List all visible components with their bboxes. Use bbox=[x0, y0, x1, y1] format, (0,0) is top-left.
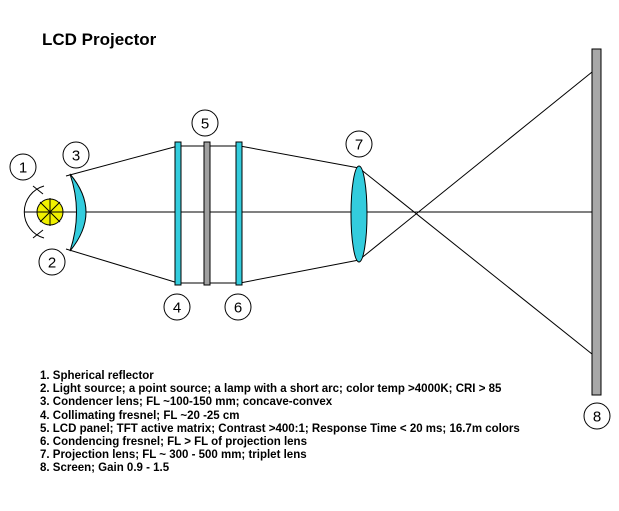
legend-item: 4. Collimating fresnel; FL ~20 -25 cm bbox=[40, 409, 240, 422]
legend-item: 2. Light source; a point source; a lamp … bbox=[40, 383, 502, 396]
callout-4: 4 bbox=[163, 293, 191, 321]
svg-text:1: 1 bbox=[19, 160, 27, 177]
callout-6: 6 bbox=[224, 293, 252, 321]
projection-screen bbox=[591, 48, 602, 396]
collimating-fresnel bbox=[174, 141, 182, 286]
spherical-reflector bbox=[23, 185, 45, 239]
legend-list: 1. Spherical reflector 2. Light source; … bbox=[40, 370, 520, 476]
condenser-lens bbox=[69, 173, 87, 252]
light-rays bbox=[65, 67, 598, 359]
svg-text:3: 3 bbox=[72, 148, 80, 165]
light-source bbox=[32, 185, 64, 239]
lcd-panel bbox=[203, 141, 211, 286]
callout-3: 3 bbox=[62, 141, 90, 169]
diagram-title: LCD Projector bbox=[42, 30, 157, 49]
legend-item: 1. Spherical reflector bbox=[40, 370, 154, 382]
legend-item: 8. Screen; Gain 0.9 - 1.5 bbox=[40, 462, 170, 475]
svg-text:5: 5 bbox=[201, 116, 209, 133]
svg-text:4: 4 bbox=[173, 300, 181, 317]
callout-8: 8 bbox=[583, 402, 611, 430]
callout-2: 2 bbox=[38, 248, 66, 276]
callout-1: 1 bbox=[9, 153, 37, 181]
legend-item: 7. Projection lens; FL ~ 300 - 500 mm; t… bbox=[40, 449, 307, 462]
callout-7: 7 bbox=[345, 130, 373, 158]
svg-text:7: 7 bbox=[355, 137, 363, 154]
svg-text:6: 6 bbox=[234, 300, 242, 317]
legend-item: 3. Condencer lens; FL ~100-150 mm; conca… bbox=[40, 396, 333, 409]
legend-item: 6. Condencing fresnel; FL > FL of projec… bbox=[40, 436, 307, 449]
condensing-fresnel bbox=[235, 141, 243, 286]
svg-text:2: 2 bbox=[48, 255, 56, 272]
legend-item: 5. LCD panel; TFT active matrix; Contras… bbox=[40, 422, 520, 435]
svg-text:8: 8 bbox=[593, 409, 601, 426]
projection-lens bbox=[350, 165, 368, 263]
callout-5: 5 bbox=[191, 109, 219, 137]
